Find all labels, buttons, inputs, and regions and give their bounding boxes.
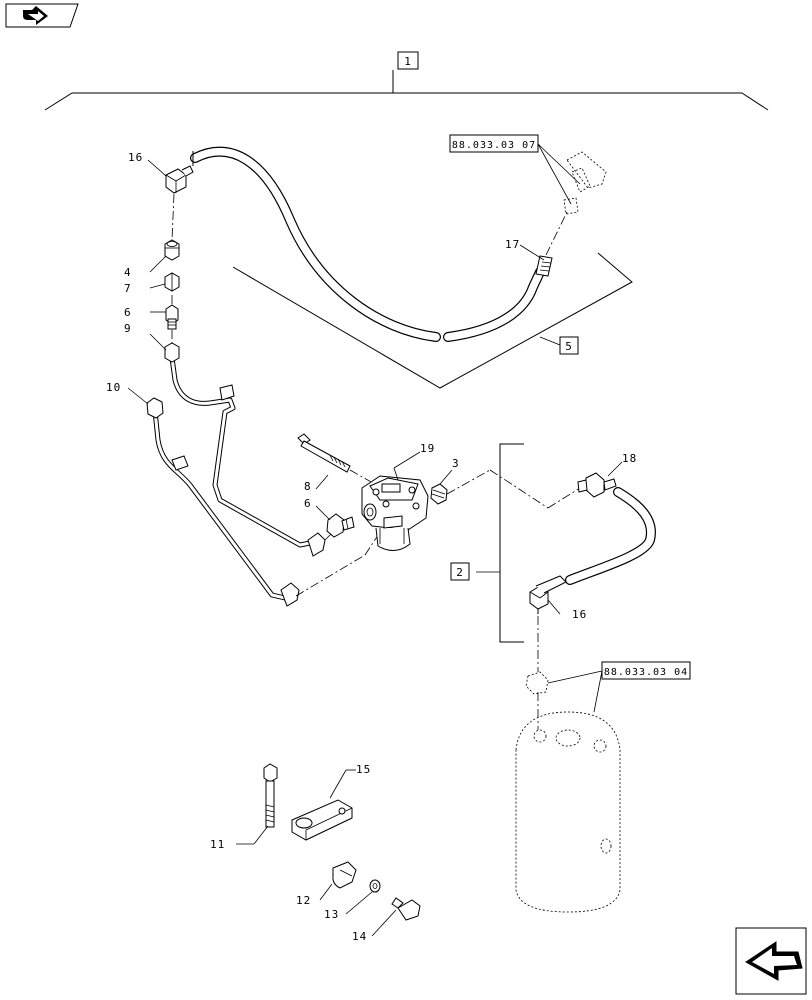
callout-13[interactable]: 13 [324, 908, 339, 921]
item-11-bolt [263, 763, 278, 828]
callout-15[interactable]: 15 [356, 763, 371, 776]
callout-9[interactable]: 9 [124, 322, 132, 335]
callout-14[interactable]: 14 [352, 930, 367, 943]
item-4-nut [164, 239, 180, 261]
callout-3[interactable]: 3 [452, 457, 460, 470]
callout-16-lower[interactable]: 16 [572, 608, 587, 621]
item-15-bracket [291, 799, 353, 841]
item-10-pipe [146, 397, 300, 607]
svg-text:88.033.03 07: 88.033.03 07 [452, 140, 536, 151]
air-tank [515, 711, 621, 913]
dotted-fitting-tank [525, 671, 549, 695]
item-3-fitting [430, 483, 448, 505]
svg-text:2: 2 [456, 566, 464, 579]
callout-8[interactable]: 8 [304, 480, 312, 493]
flexible-hose-long [190, 146, 545, 342]
item-8-bolt [297, 433, 351, 473]
item-6-adapter-lower [326, 513, 355, 538]
reference-88-033-03-07[interactable]: 88.033.03 07 [449, 134, 539, 153]
callout-16-top[interactable]: 16 [128, 151, 143, 164]
item-14-bolt [391, 897, 421, 921]
svg-text:88.033.03 04: 88.033.03 04 [604, 667, 688, 678]
item-12-clip [332, 861, 357, 889]
group-1-bracket [44, 70, 769, 111]
svg-text:5: 5 [565, 340, 573, 353]
reference-88-033-03-04[interactable]: 88.033.03 04 [601, 661, 691, 680]
callout-4[interactable]: 4 [124, 266, 132, 279]
callout-6-lower[interactable]: 6 [304, 497, 312, 510]
item-16-elbow-lower [529, 575, 567, 614]
item-13-washer [369, 879, 381, 893]
callout-11[interactable]: 11 [210, 838, 225, 851]
callout-19[interactable]: 19 [420, 442, 435, 455]
item-6-adapter-top [165, 304, 179, 330]
callout-group-2[interactable]: 2 [450, 562, 470, 581]
item-17-hose-fitting [535, 255, 553, 277]
callout-6-top[interactable]: 6 [124, 306, 132, 319]
callout-group-1-text: 1 [404, 55, 412, 68]
flexible-hose-short [565, 487, 656, 585]
nav-next-arrow-icon[interactable] [735, 927, 807, 995]
callout-group-1[interactable]: 1 [397, 51, 419, 70]
item-19-valve [361, 475, 429, 551]
group-2-bracket [476, 443, 524, 643]
dotted-fitting-top [563, 151, 607, 215]
item-7-sleeve [164, 272, 180, 292]
callout-17[interactable]: 17 [505, 238, 520, 251]
callout-7[interactable]: 7 [124, 282, 132, 295]
callout-group-5[interactable]: 5 [559, 336, 579, 355]
callout-18[interactable]: 18 [622, 452, 637, 465]
nav-arrow-icon[interactable] [5, 3, 79, 28]
group-5-plane [232, 252, 633, 389]
item-18-elbow [577, 472, 617, 498]
callout-10[interactable]: 10 [106, 381, 121, 394]
item-16-elbow-top [165, 165, 194, 194]
callout-12[interactable]: 12 [296, 894, 311, 907]
item-9-pipe [164, 342, 326, 557]
